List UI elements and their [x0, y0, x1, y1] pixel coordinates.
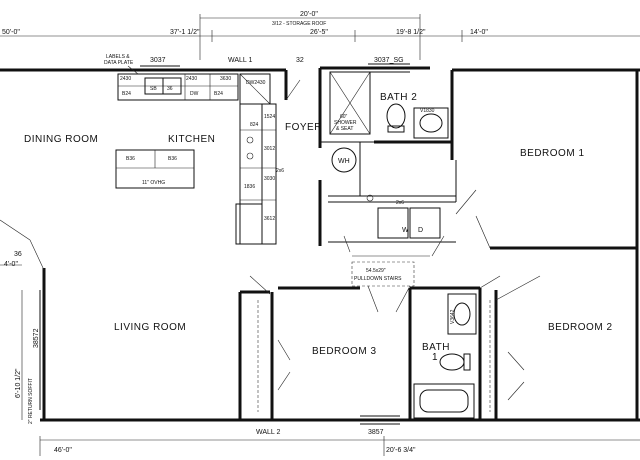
cab-dw2430: DW2430: [246, 80, 266, 86]
wall-1-label: WALL 1: [228, 57, 252, 64]
room-dining: DINING ROOM: [24, 134, 98, 145]
stairs-labels: 54.5x29" PULLDOWN STAIRS: [354, 268, 402, 282]
room-living: LIVING ROOM: [114, 322, 186, 333]
cab-3630: 3630: [220, 76, 231, 82]
sink-label: SB: [150, 86, 157, 92]
room-bath1-number: 1: [432, 352, 438, 363]
stairs-label: PULLDOWN STAIRS: [354, 276, 402, 282]
storage-roof-label: 3/12 - STORAGE ROOF: [272, 21, 326, 27]
dim-20-6-3-4: 20'-6 3/4": [386, 447, 416, 454]
dim-20-0: 20'-0": [300, 11, 318, 18]
dim-36: 36: [14, 251, 22, 258]
vanity-bath1: [447, 293, 477, 335]
vanity-v3642: V3642: [450, 309, 456, 324]
cab-1836: 1836: [244, 184, 255, 190]
wh-label: WH: [338, 158, 350, 165]
room-bath1: BATH: [422, 342, 450, 353]
cab-3030: 3030: [264, 176, 275, 182]
cab-3012: 3012: [264, 146, 275, 152]
dim-6-10-1-2: 6'-10 1/2": [15, 368, 22, 398]
wall-2-label: WALL 2: [256, 429, 280, 436]
kitchen-cabinets: 2430 2430 3630 B24 SB 36 DW B24 LABELS &…: [104, 54, 284, 245]
bath2-fixtures: 60" SHOWER & SEAT V1830 WH W D 2x6: [329, 71, 449, 234]
shower: [329, 71, 371, 135]
room-bedroom2: BEDROOM 2: [548, 322, 613, 333]
dryer-label: D: [418, 227, 423, 234]
toilet-bath2: [386, 103, 406, 129]
shower-label-a: 60": [340, 114, 348, 120]
room-kitchen: KITCHEN: [168, 134, 215, 145]
dim-50-0: 50'-0": [2, 29, 20, 36]
island-overhang: 11" OVHG: [142, 180, 165, 186]
vanity-v1830: V1830: [420, 108, 435, 114]
window-3037-sg: 3037_SG: [374, 57, 404, 64]
bottom-dimensions: WALL 2 3857 46'-0" 20'-6 3/4": [39, 429, 640, 456]
window-32: 32: [296, 57, 304, 64]
cab-1524: 1524: [264, 114, 275, 120]
wall-2x6-a: 2x6: [276, 168, 284, 174]
cab-2430-b: 2430: [186, 76, 197, 82]
cab-824: 824: [250, 122, 259, 128]
room-labels: DINING ROOM KITCHEN FOYER BATH 2 BEDROOM…: [24, 92, 613, 363]
stairs-size: 54.5x29": [366, 268, 386, 274]
living-room-details: 36 4'-0" 38572 6'-10 1/2" 2" RETURN SOFF…: [0, 219, 45, 424]
shower-label-b: SHOWER: [334, 120, 357, 126]
island-b36-b: B36: [168, 156, 177, 162]
bath1-fixtures: V3642: [413, 293, 477, 419]
cab-3612: 3612: [264, 216, 275, 222]
window-3037-left: 3037: [150, 57, 166, 64]
window-38572: 38572: [33, 328, 40, 348]
wall-2x6-b: 2x6: [396, 200, 404, 206]
interior-walls: [238, 68, 637, 420]
dim-19-8-1-2: 19'-8 1/2": [396, 29, 426, 36]
bathtub: [413, 383, 475, 419]
room-bedroom3: BEDROOM 3: [312, 346, 377, 357]
window-3857: 3857: [368, 429, 384, 436]
room-foyer: FOYER: [285, 122, 322, 133]
labels-plate-b: DATA PLATE: [104, 60, 134, 66]
exterior-walls: [0, 63, 640, 425]
cab-b24-b: B24: [214, 91, 223, 97]
water-heater: [331, 147, 357, 173]
room-bath2: BATH 2: [380, 92, 417, 103]
dim-4-0: 4'-0": [4, 261, 18, 268]
toilet-bath1: [439, 353, 465, 371]
shower-label-c: & SEAT: [336, 126, 353, 132]
sink-size: 36: [167, 86, 173, 92]
dim-46-0: 46'-0": [54, 447, 72, 454]
island-b36-a: B36: [126, 156, 135, 162]
dishwasher-label: DW: [190, 91, 199, 97]
top-dimensions: 20'-0" 3/12 - STORAGE ROOF 50'-0" 37'-1 …: [0, 11, 640, 64]
room-bedroom1: BEDROOM 1: [520, 148, 585, 159]
dim-37-1-2: 37'-1 1/2": [170, 29, 200, 36]
vanity-bath2: [413, 107, 449, 139]
dim-26-5: 26'-5": [310, 29, 328, 36]
cab-2430-a: 2430: [120, 76, 131, 82]
return-soffit-label: 2" RETURN SOFFIT: [28, 378, 34, 424]
labels-plate-a: LABELS &: [106, 54, 130, 60]
dim-14-0: 14'-0": [470, 29, 488, 36]
washer-label: W: [402, 227, 409, 234]
cab-b24-a: B24: [122, 91, 131, 97]
